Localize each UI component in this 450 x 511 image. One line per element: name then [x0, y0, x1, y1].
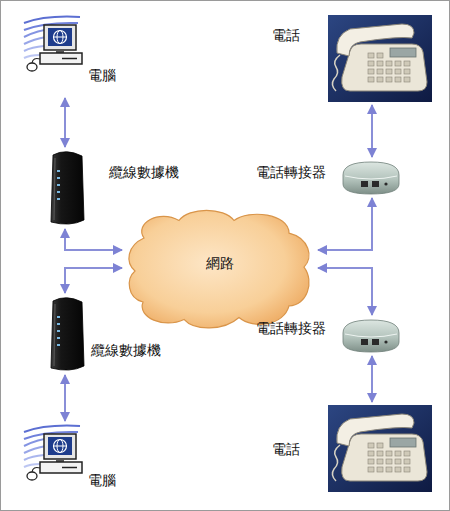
cable-modem-picture	[51, 152, 84, 224]
telephone-node: 電話	[328, 405, 432, 492]
connector-arrow	[64, 98, 66, 147]
cable-modem-picture	[51, 298, 84, 370]
telephone-picture	[328, 15, 432, 102]
device-label: 電話	[272, 441, 300, 457]
network-cloud: 網路	[125, 205, 315, 333]
device-label: 纜線數據機	[109, 164, 179, 180]
computer-node: 電腦	[22, 424, 94, 504]
connector-arrow	[65, 229, 122, 250]
device-label: 電腦	[88, 472, 116, 488]
device-label: 電話	[272, 27, 300, 43]
computer-icon	[24, 17, 82, 71]
telephone-picture	[328, 405, 432, 492]
connector-arrow	[64, 375, 66, 421]
device-label: 電話轉接器	[256, 320, 326, 336]
phone-adapter-node: 電話轉接器	[340, 160, 402, 195]
network-label: 網路	[125, 255, 315, 271]
telephone-node: 電話	[328, 15, 432, 102]
device-label: 電腦	[88, 67, 116, 83]
device-label: 纜線數據機	[91, 342, 161, 358]
connector-arrow	[65, 268, 122, 293]
computer-icon	[24, 426, 82, 480]
computer-node: 電腦	[22, 15, 94, 95]
connector-arrow	[318, 268, 372, 315]
cable-modem-node: 纜線數據機	[45, 296, 87, 372]
connector-arrow	[371, 105, 373, 157]
connector-arrow	[318, 198, 372, 250]
device-label: 電話轉接器	[256, 164, 326, 180]
cable-modem-node: 纜線數據機	[45, 150, 87, 226]
phone-adapter-picture	[343, 320, 399, 352]
connector-arrow	[371, 356, 373, 402]
phone-adapter-node: 電話轉接器	[340, 318, 402, 353]
phone-adapter-picture	[343, 162, 399, 194]
